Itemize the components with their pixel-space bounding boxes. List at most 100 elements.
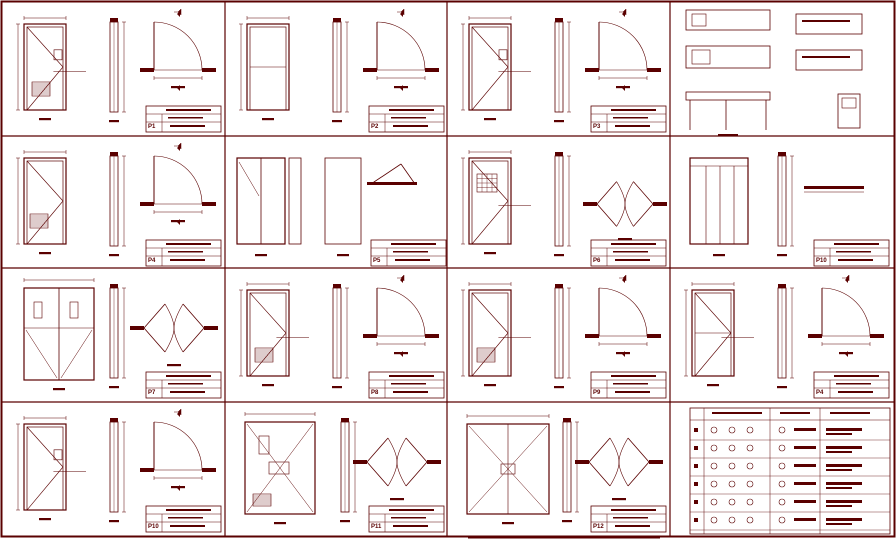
section-marker (618, 11, 625, 17)
swing-indicator (26, 426, 64, 468)
door-leaf (694, 292, 732, 377)
counter-section-sink (841, 97, 857, 109)
title-text-bar (168, 117, 203, 119)
louver-panel (31, 81, 51, 97)
swing-indicator (471, 66, 509, 111)
door-leaf (249, 292, 287, 377)
drawing-label (39, 518, 51, 521)
section-marker (173, 11, 180, 17)
plan-wall (367, 182, 417, 185)
swing-indicator (694, 292, 732, 334)
drawing-label (109, 120, 119, 123)
title-text-bar (393, 525, 428, 527)
drawing-label (484, 118, 496, 121)
hardware-symbol (728, 426, 736, 434)
schedule-row-marker (694, 482, 698, 486)
drawing-label (262, 384, 274, 387)
hardware-symbol (778, 462, 786, 470)
door-tag: P6 (593, 258, 601, 264)
title-block (813, 371, 890, 399)
door-leaf-plan (182, 303, 205, 329)
swing-arc (598, 21, 648, 71)
swing-arc (164, 303, 175, 329)
section-marker (618, 85, 625, 91)
swing-indicator (249, 292, 287, 334)
schedule-cell-text (826, 518, 862, 521)
section-marker (173, 411, 180, 417)
section-marker (396, 85, 403, 91)
section-head (563, 418, 571, 422)
door-frame (244, 421, 316, 515)
door-panel-P9: P9 (461, 274, 667, 399)
kick-panel (268, 461, 290, 475)
door-tag: P1 (148, 124, 156, 130)
swing-arc (173, 327, 184, 353)
hardware-symbol (746, 462, 754, 470)
section-marker (841, 351, 848, 357)
plan-leaf (400, 163, 416, 185)
door-leaf (471, 292, 509, 377)
title-text-bar (836, 251, 871, 253)
title-text-bar (166, 509, 211, 511)
schedule-cell-text (794, 446, 816, 449)
swing-arc (396, 461, 407, 487)
schedule-cell-text (826, 469, 852, 471)
swing-arc (618, 437, 629, 463)
swing-arc (164, 327, 175, 353)
hardware-schedule-panel (689, 407, 891, 535)
hardware-symbol (746, 498, 754, 506)
title-block (145, 239, 222, 267)
swing-arc (396, 437, 407, 463)
swing-indicator (26, 160, 64, 202)
louver-panel (254, 347, 274, 363)
door-panel-P1: P1 (16, 8, 222, 133)
drawing-label (713, 254, 725, 257)
door-leaf (26, 426, 64, 511)
wall-left (575, 460, 589, 464)
swing-indicator (471, 292, 509, 334)
title-text-bar (391, 243, 436, 245)
title-text-bar (170, 259, 205, 261)
sliding-elevation (324, 157, 362, 245)
swing-arc (624, 203, 634, 227)
schedule-cell-text (794, 518, 816, 521)
door-tag: P2 (371, 124, 379, 130)
door-leaf (471, 26, 509, 111)
title-text-bar (166, 375, 211, 377)
wall-right (427, 460, 441, 464)
title-text-bar (389, 509, 434, 511)
swing-indicator (26, 26, 64, 68)
drawing-label (777, 254, 787, 257)
swing-indicator (471, 200, 509, 245)
section-head (778, 152, 786, 156)
swing-indicator (26, 66, 64, 111)
section-head (110, 152, 118, 156)
title-text-bar (166, 109, 211, 111)
door-leaf-plan (366, 437, 389, 463)
title-text-bar (391, 117, 426, 119)
drawing-label (337, 254, 349, 257)
swing-arc (618, 461, 629, 487)
swing-indicator (26, 466, 64, 511)
door-leaf (26, 160, 64, 245)
swing-arc (153, 21, 203, 71)
door-panel-P4: P4 (684, 274, 890, 399)
vision-panel (69, 301, 79, 319)
door-frame (23, 157, 67, 245)
schedule-header-text (830, 412, 870, 414)
drawing-label (39, 118, 51, 121)
swing-indicator (694, 332, 732, 377)
door-tag: P4 (148, 258, 156, 264)
section-head (555, 284, 563, 288)
swing-indicator (60, 329, 93, 379)
door-frame (23, 23, 67, 111)
title-block (145, 105, 222, 133)
schedule-cell-text (826, 482, 862, 485)
title-text-bar (838, 391, 873, 393)
door-leaf-plan (633, 203, 654, 227)
section-marker (396, 277, 403, 283)
drawing-label (554, 386, 564, 389)
